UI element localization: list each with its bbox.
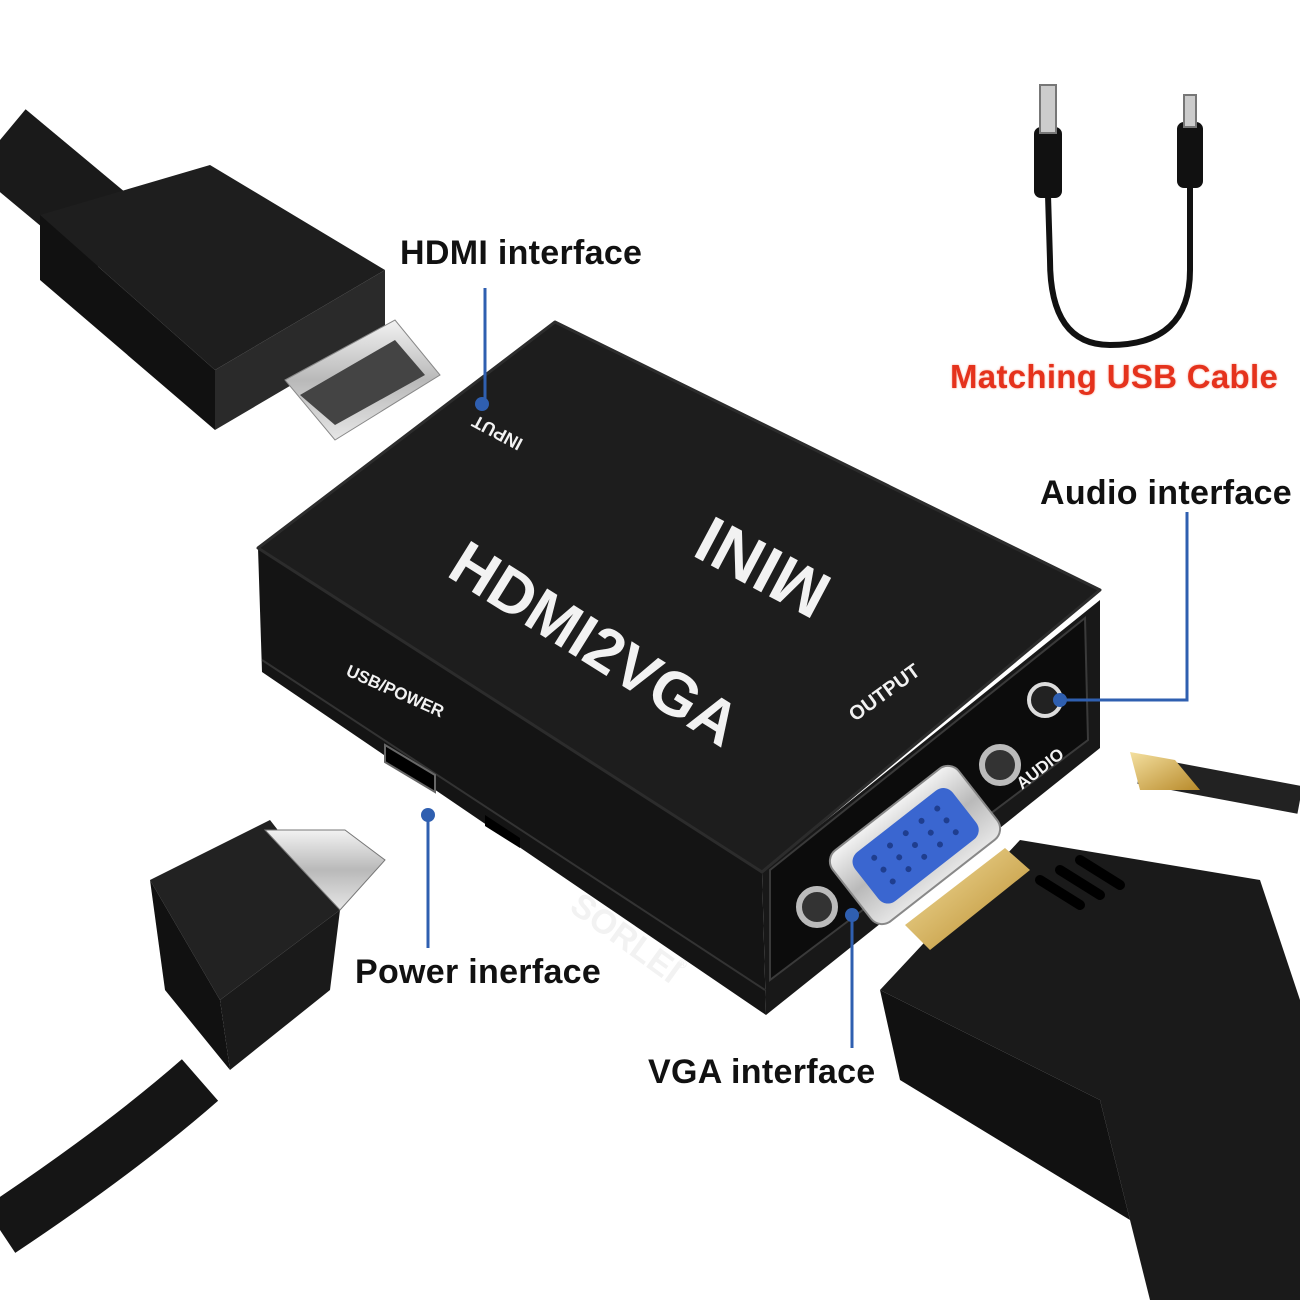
audio-leader-dot — [1053, 693, 1067, 707]
hdmi-leader-dot — [475, 397, 489, 411]
registered-mark: ® — [678, 957, 687, 971]
power-interface-label: Power inerface — [355, 953, 602, 991]
vga-interface-label: VGA interface — [648, 1053, 876, 1091]
vga-leader-dot — [845, 908, 859, 922]
hdmi2vga-adapter: HDMI2VGA MINI INPUT OUTPUT USB/POWER AUD… — [256, 320, 1102, 1015]
usb-cable-icon — [1034, 84, 1203, 349]
audio-interface-label: Audio interface — [1040, 474, 1292, 512]
mini-usb-port — [384, 743, 436, 794]
hdmi-interface-label: HDMI interface — [400, 234, 643, 272]
vga-cable — [880, 752, 1300, 1300]
leader-lines — [426, 288, 1189, 1048]
power-leader-dot — [421, 808, 435, 822]
hdmi-cable — [0, 109, 441, 441]
vga-port — [828, 764, 1002, 926]
mini-usb-cable — [0, 820, 386, 1253]
matching-usb-cable-label: Matching USB Cable — [950, 358, 1279, 395]
